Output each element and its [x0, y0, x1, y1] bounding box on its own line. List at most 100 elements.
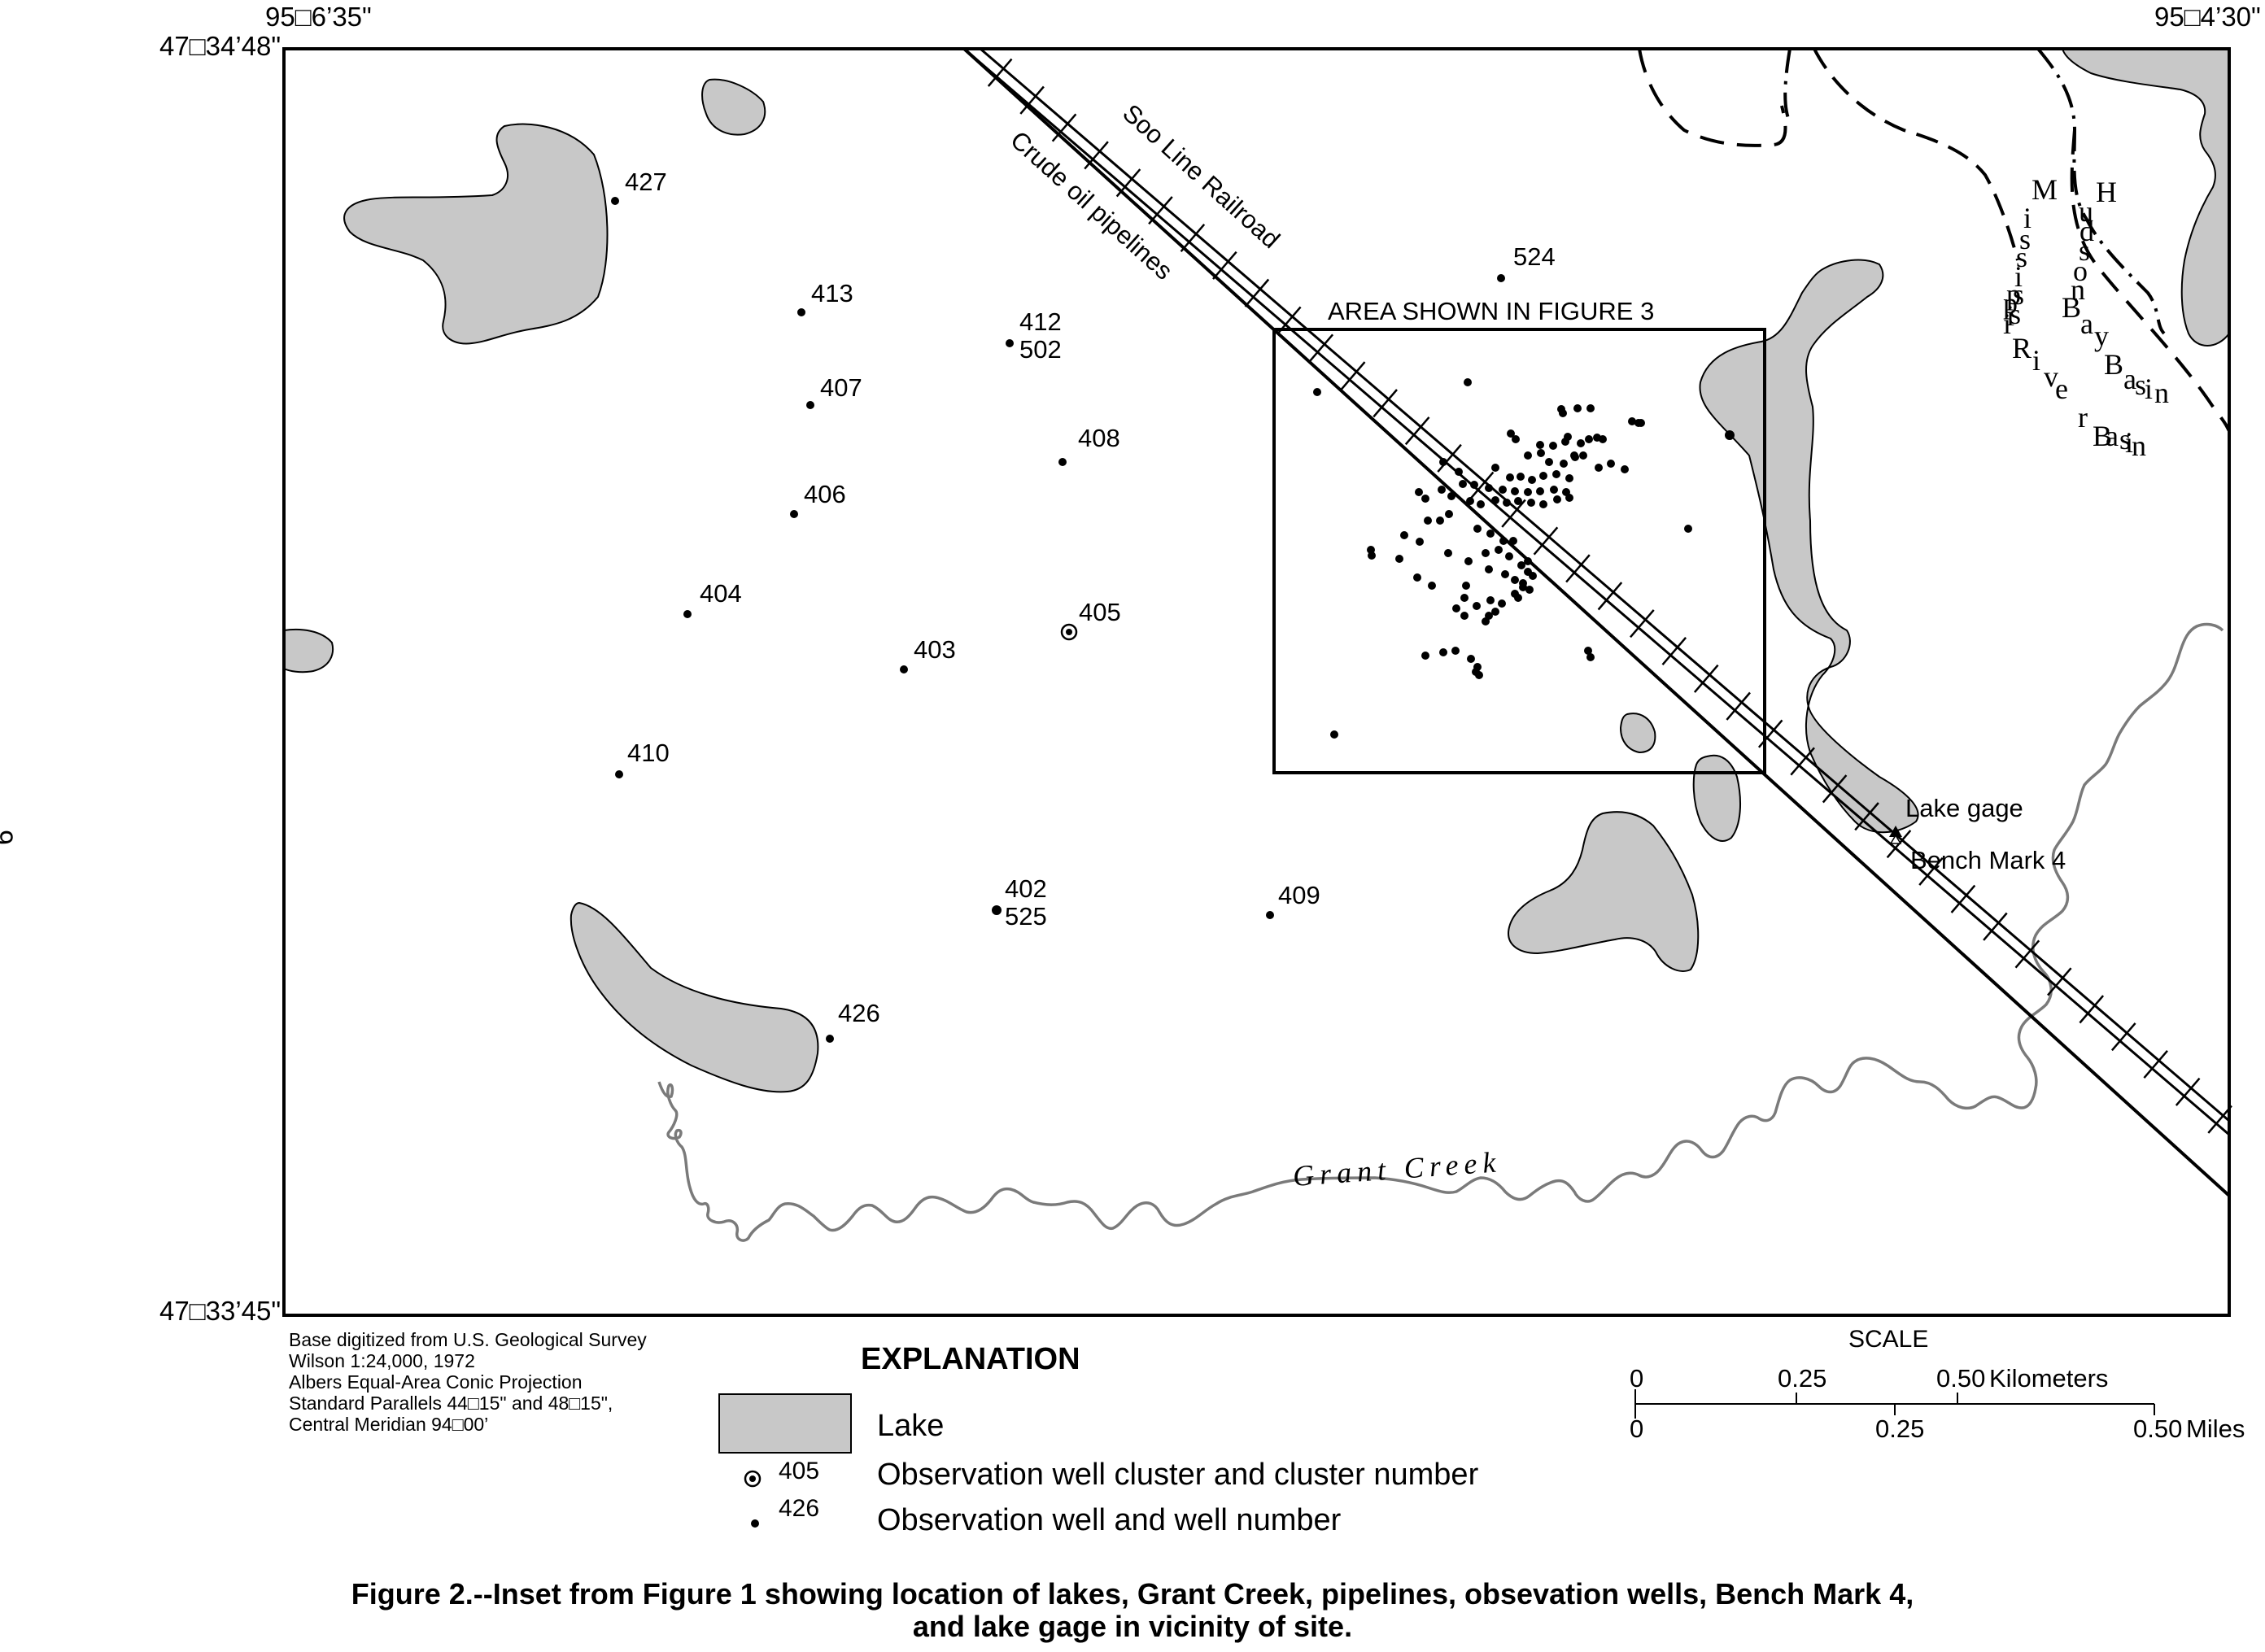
well-label-404: 404	[700, 579, 742, 608]
site-well-dot	[1586, 404, 1595, 412]
site-well-dot	[1539, 500, 1547, 508]
site-well-dot	[1565, 474, 1573, 482]
site-well-dot	[1514, 497, 1522, 505]
railroad-tie	[2014, 939, 2040, 969]
railroad-tie	[987, 58, 1013, 87]
site-well-dot	[1565, 494, 1573, 502]
site-well-dot	[1517, 473, 1525, 481]
basin-label-letter: H	[2096, 176, 2117, 208]
site-well-dot	[1467, 655, 1475, 663]
site-well-dot	[1499, 486, 1507, 494]
site-well-dot	[1475, 671, 1483, 679]
lake-small-b	[1692, 754, 1741, 842]
railroad-tie	[1340, 361, 1366, 390]
basin-label-letter: R	[2012, 332, 2032, 364]
site-well-dot	[1512, 435, 1520, 443]
site-well-dot	[1549, 442, 1557, 450]
well-label-524: 524	[1513, 242, 1556, 271]
legend-lake-label: Lake	[877, 1409, 945, 1443]
basin-label-letter: e	[2055, 373, 2068, 405]
basin-label-letter: B	[2093, 420, 2112, 452]
basin-label-letter: a	[2123, 363, 2136, 395]
railroad-tie	[1373, 389, 1398, 418]
site-well-dot	[1584, 647, 1592, 655]
bench-mark-icon	[1889, 834, 1902, 844]
top-left-latitude: 47□34’48"	[159, 31, 281, 61]
site-well-dot	[1459, 480, 1467, 488]
basin-label-letter: s	[2016, 241, 2027, 273]
well-402-dot	[992, 905, 1002, 915]
map-frame	[282, 47, 2231, 1317]
site-well-dot	[1486, 530, 1495, 538]
site-well-dot	[1485, 565, 1493, 573]
basin-label-letter: i	[2125, 426, 2133, 459]
basin-label-letter: B	[2104, 348, 2123, 381]
site-well-dot	[1577, 439, 1585, 447]
site-well-dot	[1415, 488, 1423, 496]
site-well-dot	[1466, 497, 1474, 505]
well-label-426: 426	[838, 999, 880, 1027]
site-well-dot	[1473, 602, 1481, 610]
site-well-dot	[1628, 417, 1636, 425]
basin-label-letter: n	[2154, 377, 2169, 409]
scale-mi-label-050: 0.50	[2133, 1414, 2182, 1443]
railroad-tie	[1854, 802, 1879, 831]
basin-label-letter: a	[2080, 307, 2093, 340]
site-well-dot	[1517, 561, 1525, 569]
basin-label-letter: a	[2106, 420, 2119, 452]
site-well-dot	[1451, 647, 1460, 655]
site-well-dot	[1491, 464, 1499, 472]
railroad-tie	[1469, 471, 1495, 500]
site-well-dot	[1560, 460, 1568, 468]
well-label-502: 502	[1019, 335, 1062, 364]
grant-creek-label: Grant Creek	[1292, 1145, 1503, 1192]
scale-bar	[1634, 1389, 2155, 1419]
site-well-dot	[1525, 586, 1534, 594]
site-well-dot	[1452, 604, 1460, 612]
railroad-tie	[2079, 995, 2105, 1024]
site-well-dot	[1421, 495, 1429, 503]
crude-oil-pipeline	[962, 47, 2231, 1197]
railroad-tie	[1918, 857, 1944, 886]
site-well-dot	[1421, 652, 1429, 660]
basin-label-letter: s	[2019, 223, 2031, 255]
scale-km-label-025: 0.25	[1778, 1364, 1826, 1393]
legend-well-label: Observation well and well number	[877, 1503, 1342, 1537]
well-label-402: 402	[1005, 874, 1047, 903]
site-well-dot	[1313, 388, 1321, 396]
well-label-403: 403	[914, 635, 956, 664]
well-label-405: 405	[1079, 598, 1121, 626]
scale-mi-unit: Miles	[2186, 1414, 2245, 1443]
site-well-dot	[1438, 486, 1446, 494]
well-408-dot	[1058, 458, 1067, 466]
basin-label-letter: s	[2135, 368, 2146, 401]
site-well-dot	[1368, 551, 1376, 560]
lake-south	[1508, 811, 1700, 972]
railroad-tie	[1437, 443, 1462, 473]
basin-divide-4	[2036, 47, 2166, 335]
site-well-dot	[1470, 481, 1478, 489]
site-well-dot	[1482, 617, 1490, 625]
site-well-dot	[1486, 596, 1495, 604]
site-well-dot	[1536, 487, 1544, 495]
site-well-dot	[1524, 451, 1532, 460]
railroad-tie	[1308, 333, 1334, 363]
well-407-dot	[806, 401, 814, 409]
site-well-dot	[1511, 576, 1519, 584]
railroad-tie	[2047, 967, 2072, 996]
site-well-dot	[1561, 438, 1569, 446]
site-well-dot	[1395, 555, 1403, 563]
scale-km-label-050: 0.50	[1936, 1364, 1985, 1393]
site-well-dot	[1473, 525, 1482, 533]
caption-line-2: and lake gage in vicinity of site.	[912, 1610, 1353, 1643]
scale-km-unit: Kilometers	[1989, 1364, 2108, 1393]
site-well-dot	[1599, 435, 1607, 443]
site-well-dot	[1509, 537, 1517, 545]
figure-caption: Figure 2.--Inset from Figure 1 showing l…	[0, 1578, 2265, 1643]
well-403-dot	[900, 665, 908, 673]
site-well-dot	[1445, 510, 1453, 518]
railroad-tie	[1051, 113, 1077, 142]
lake-north	[701, 78, 766, 136]
railroad-tie	[1148, 196, 1173, 225]
scale-km-label-0: 0	[1630, 1364, 1643, 1393]
